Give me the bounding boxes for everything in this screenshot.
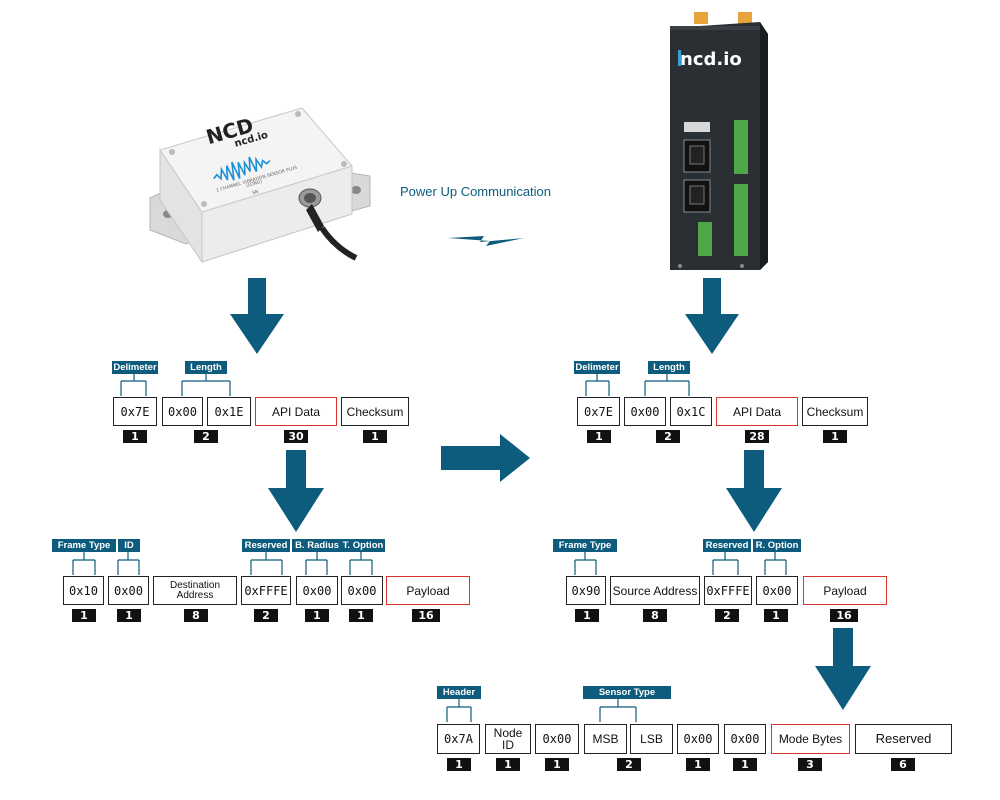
- frame-cell-api-data: API Data: [716, 397, 798, 426]
- payload-cell-header: 0x7A: [437, 724, 480, 754]
- byte-count-badge: 6: [891, 758, 915, 771]
- byte-count-badge: 8: [643, 609, 667, 622]
- byte-count-badge: 16: [830, 609, 858, 622]
- payload-cell-reserved: Reserved: [855, 724, 952, 754]
- payload-cell-mode-bytes: Mode Bytes: [771, 724, 850, 754]
- tag-reserved: Reserved: [242, 539, 290, 552]
- tag-id: ID: [118, 539, 140, 552]
- api-cell-payload: Payload: [803, 576, 887, 605]
- tag-length: Length: [185, 361, 227, 374]
- tag-broadcast-radius: B. Radius: [292, 539, 342, 552]
- right-arrow-icon: [441, 434, 530, 482]
- down-arrow-icon: [685, 278, 739, 354]
- sensor-label-line-2: (LONG): [246, 179, 264, 189]
- api-cell-payload: Payload: [386, 576, 470, 605]
- tag-length: Length: [648, 361, 690, 374]
- byte-count-badge: 8: [184, 609, 208, 622]
- byte-count-badge: 2: [254, 609, 278, 622]
- byte-count-badge: 1: [587, 430, 611, 443]
- frame-cell-length-lsb: 0x1E: [207, 397, 251, 426]
- byte-count-badge: 1: [349, 609, 373, 622]
- api-cell-broadcast-radius: 0x00: [296, 576, 338, 605]
- byte-count-badge: 1: [447, 758, 471, 771]
- down-arrow-icon: [815, 628, 871, 710]
- api-cell-frame-type: 0x90: [566, 576, 606, 605]
- tag-delimiter: Delimeter: [574, 361, 620, 374]
- sensor-label-line-3: SN: [252, 189, 260, 196]
- byte-count-badge: 1: [123, 430, 147, 443]
- byte-count-badge: 1: [545, 758, 569, 771]
- api-cell-reserved: 0xFFFE: [704, 576, 752, 605]
- frame-cell-length-lsb: 0x1C: [670, 397, 712, 426]
- payload-cell-byte: 0x00: [677, 724, 719, 754]
- frame-cell-checksum: Checksum: [341, 397, 409, 426]
- byte-count-badge: 1: [305, 609, 329, 622]
- tag-transmit-option: T. Option: [341, 539, 385, 552]
- api-cell-frame-type: 0x10: [63, 576, 104, 605]
- payload-cell-sensor-type-msb: MSB: [584, 724, 627, 754]
- frame-cell-length-msb: 0x00: [624, 397, 666, 426]
- down-arrow-icon: [268, 450, 324, 532]
- frame-cell-length-msb: 0x00: [162, 397, 203, 426]
- frame-cell-start-delimiter: 0x7E: [113, 397, 157, 426]
- lightning-icon: [448, 236, 524, 246]
- byte-count-badge: 2: [715, 609, 739, 622]
- tag-frame-type: Frame Type: [553, 539, 617, 552]
- api-cell-source-address: Source Address: [610, 576, 700, 605]
- byte-count-badge: 2: [656, 430, 680, 443]
- tag-frame-type: Frame Type: [52, 539, 116, 552]
- byte-count-badge: 28: [745, 430, 769, 443]
- payload-cell-byte: 0x00: [724, 724, 766, 754]
- byte-count-badge: 30: [284, 430, 308, 443]
- tag-header: Header: [437, 686, 481, 699]
- byte-count-badge: 1: [496, 758, 520, 771]
- byte-count-badge: 1: [764, 609, 788, 622]
- byte-count-badge: 1: [575, 609, 599, 622]
- byte-count-badge: 1: [823, 430, 847, 443]
- byte-count-badge: 3: [798, 758, 822, 771]
- tag-reserved: Reserved: [703, 539, 751, 552]
- api-cell-destination-address: Destination Address: [153, 576, 237, 605]
- gateway-brand-label: ncd.io: [680, 49, 742, 70]
- payload-cell-node-id: Node ID: [485, 724, 531, 754]
- byte-count-badge: 1: [72, 609, 96, 622]
- gateway-device-image: ncd.io: [670, 12, 768, 270]
- frame-cell-api-data: API Data: [255, 397, 337, 426]
- api-cell-frame-id: 0x00: [108, 576, 149, 605]
- byte-count-badge: 1: [117, 609, 141, 622]
- api-cell-reserved: 0xFFFE: [241, 576, 291, 605]
- byte-count-badge: 2: [617, 758, 641, 771]
- api-cell-receive-option: 0x00: [756, 576, 798, 605]
- tag-receive-option: R. Option: [753, 539, 801, 552]
- down-arrow-icon: [726, 450, 782, 532]
- frame-cell-checksum: Checksum: [802, 397, 868, 426]
- api-cell-transmit-option: 0x00: [341, 576, 383, 605]
- byte-count-badge: 2: [194, 430, 218, 443]
- tag-delimiter: Delimeter: [112, 361, 158, 374]
- payload-cell-reserved-byte: 0x00: [535, 724, 579, 754]
- byte-count-badge: 1: [733, 758, 757, 771]
- tag-brackets: [72, 373, 787, 722]
- tag-sensor-type: Sensor Type: [583, 686, 671, 699]
- down-arrow-icon: [230, 278, 284, 354]
- byte-count-badge: 1: [686, 758, 710, 771]
- frame-cell-start-delimiter: 0x7E: [577, 397, 620, 426]
- sensor-device-image: NCD ncd.io 1 CHANNEL VIBRATION SENSOR PL…: [149, 107, 371, 264]
- payload-cell-sensor-type-lsb: LSB: [630, 724, 673, 754]
- power-up-caption: Power Up Communication: [400, 184, 552, 199]
- byte-count-badge: 16: [412, 609, 440, 622]
- byte-count-badge: 1: [363, 430, 387, 443]
- soundwave-icon: [213, 156, 271, 181]
